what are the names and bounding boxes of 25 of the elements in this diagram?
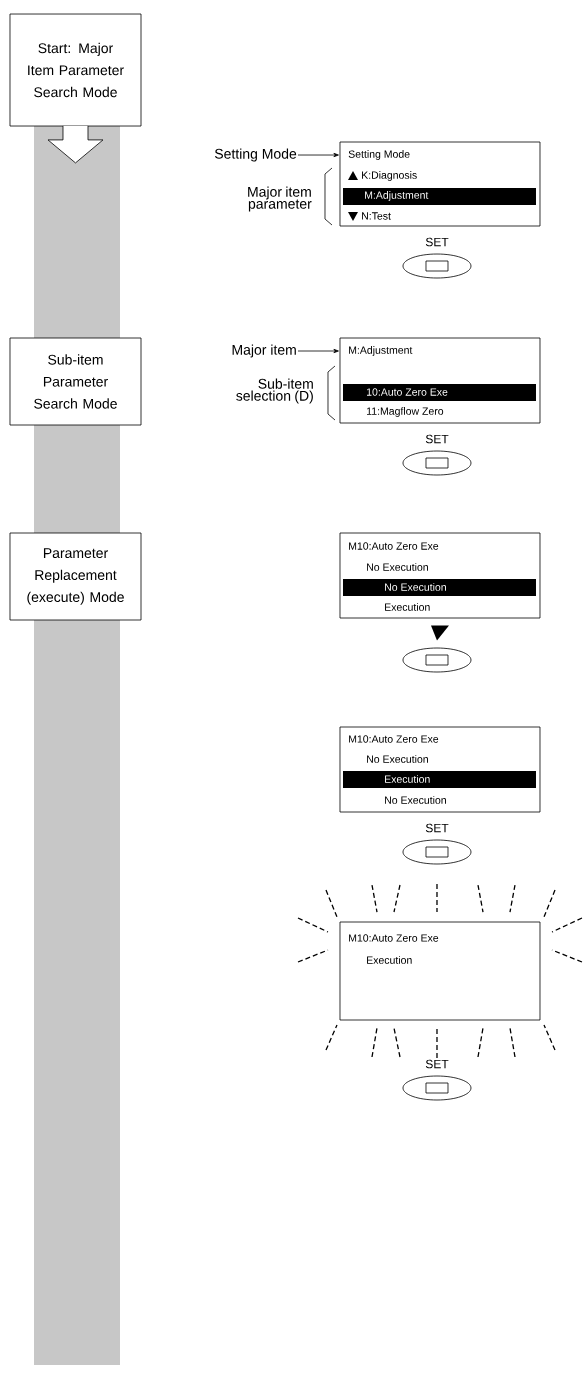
set-button <box>402 647 472 673</box>
callout-text: Sub-item selection (D) <box>236 378 313 404</box>
callout-text: Major item parameter <box>248 186 312 212</box>
lcd-display: M:Adjustment 10:Auto Zero Exe 11:Magflow Zero <box>339 337 541 424</box>
block-arrow <box>47 125 104 164</box>
mode-box: Start: Major Item Parameter Search Mode <box>9 13 142 127</box>
set-button: SET <box>402 237 472 279</box>
lcd-display: Setting Mode K:Diagnosis M:Adjustment N:Test <box>339 141 541 227</box>
set-button: SET <box>402 434 472 476</box>
lcd-display: M10:Auto Zero Exe No Execution Execution No Execution <box>339 726 541 813</box>
arrow <box>297 152 339 158</box>
triangle-arrow <box>431 625 449 641</box>
lcd-display: M10:Auto Zero Exe No Execution No Execution Execution <box>339 532 541 619</box>
callout-text: Setting Mode <box>214 148 297 162</box>
lcd-display: M10:Auto Zero Exe Execution <box>339 921 541 1021</box>
node-label: SET <box>425 823 449 833</box>
set-button: SET <box>402 823 472 865</box>
callout-text: Major item <box>232 344 296 358</box>
arrow <box>297 348 339 354</box>
mode-box: Sub-item Parameter Search Mode <box>9 337 142 426</box>
node-label: SET <box>425 434 449 444</box>
set-button: SET <box>402 1059 472 1101</box>
node-label: SET <box>425 237 449 247</box>
mode-box: Parameter Replacement (execute) Mode <box>9 532 142 621</box>
node-label: SET <box>425 1059 449 1069</box>
